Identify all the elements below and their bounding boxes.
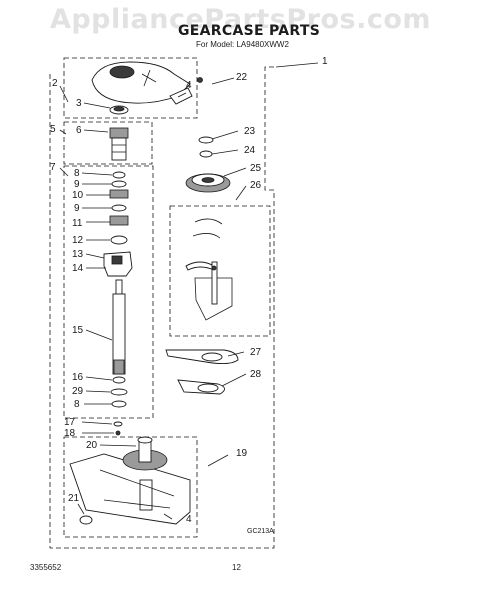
callout-26: 26 xyxy=(250,180,262,191)
callout-17: 17 xyxy=(64,417,76,428)
lower-washers xyxy=(110,376,128,436)
callout-3: 3 xyxy=(76,98,82,109)
callout-1: 1 xyxy=(322,56,328,67)
shift-fork-assembly-26 xyxy=(185,218,233,321)
callout-14: 14 xyxy=(72,263,84,274)
shift-lever-27 xyxy=(165,349,239,365)
callout-8-lower: 8 xyxy=(74,399,80,410)
callout-2: 2 xyxy=(52,78,58,89)
callout-16: 16 xyxy=(72,372,84,383)
callout-22: 22 xyxy=(236,72,248,83)
group-box-7 xyxy=(63,165,154,419)
callout-labels: 1 2 3 4 22 5 6 7 8 9 10 9 11 12 13 14 15… xyxy=(50,56,328,535)
figure-code: GC213A xyxy=(247,528,274,535)
callout-10: 10 xyxy=(72,190,84,201)
group-box-5 xyxy=(63,121,153,165)
callout-12: 12 xyxy=(72,235,84,246)
callout-20: 20 xyxy=(86,440,98,451)
washer-24 xyxy=(199,150,213,158)
shift-lever-28 xyxy=(177,379,225,395)
callout-11: 11 xyxy=(72,218,83,229)
agitator-shaft xyxy=(112,279,126,375)
callout-5: 5 xyxy=(50,124,56,135)
callout-27: 27 xyxy=(250,347,262,358)
pinion-washer-23 xyxy=(198,136,214,144)
callout-23: 23 xyxy=(244,126,256,137)
seal-part xyxy=(109,105,129,115)
group-box-26 xyxy=(169,205,271,337)
callout-9-upper: 9 xyxy=(74,179,80,190)
page-number: 12 xyxy=(232,563,241,572)
callout-4-top: 4 xyxy=(186,80,192,91)
callout-18: 18 xyxy=(64,428,76,439)
watermark: AppliancePartsPros.com xyxy=(49,4,432,35)
washer-stack xyxy=(109,171,129,245)
drive-gear-25 xyxy=(185,173,231,193)
callout-15: 15 xyxy=(72,325,84,336)
group-box-2 xyxy=(63,57,198,119)
callout-24: 24 xyxy=(244,145,256,156)
leader-lines xyxy=(59,62,319,520)
callout-13: 13 xyxy=(72,249,84,260)
page-title: GEARCASE PARTS xyxy=(178,23,321,39)
callout-8-upper: 8 xyxy=(74,168,80,179)
callout-7: 7 xyxy=(50,162,56,173)
callout-25: 25 xyxy=(250,163,262,174)
gearcase-base xyxy=(69,436,191,525)
callout-6: 6 xyxy=(76,125,82,136)
callout-21: 21 xyxy=(68,493,80,504)
callout-4-bottom: 4 xyxy=(186,514,192,525)
assembly-outline xyxy=(49,66,275,549)
callout-29: 29 xyxy=(72,386,84,397)
document-number: 3355652 xyxy=(30,563,62,572)
group-box-19 xyxy=(63,436,198,538)
bearing-part xyxy=(109,127,129,161)
gearcase-cover xyxy=(91,61,203,105)
callout-19: 19 xyxy=(236,448,248,459)
cam-block xyxy=(103,251,133,277)
callout-9-lower: 9 xyxy=(74,203,80,214)
callout-28: 28 xyxy=(250,369,262,380)
model-subtitle: For Model: LA9480XWW2 xyxy=(196,40,289,49)
